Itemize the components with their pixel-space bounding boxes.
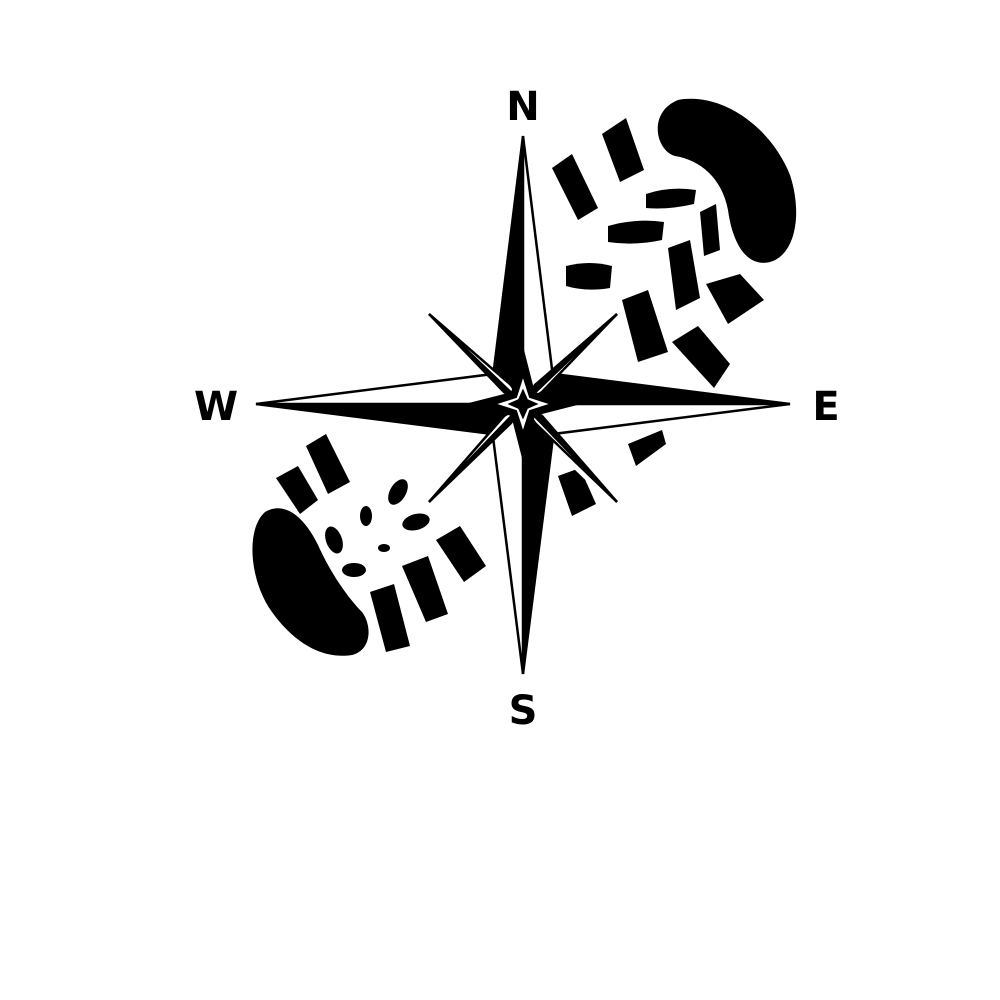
boot-lug (402, 556, 448, 622)
boot-lug (558, 468, 596, 516)
boot-lug (646, 188, 696, 209)
boot-lug (608, 220, 664, 244)
boot-print-lower-icon (252, 434, 486, 656)
compass-label-south: S (509, 688, 538, 734)
boot-lug (436, 526, 486, 582)
boot-lug (622, 290, 668, 362)
boot-heel-lower (252, 508, 369, 656)
boot-lug (388, 479, 408, 505)
boot-lug (306, 434, 350, 494)
compass-label-north: N (506, 84, 539, 130)
boot-print-upper-icon (552, 98, 797, 516)
boot-lug (360, 506, 372, 526)
boot-lug (706, 274, 764, 324)
boot-lug (672, 326, 730, 388)
rose-center-core (507, 388, 539, 420)
boot-lug (628, 430, 666, 466)
boot-lug (370, 584, 410, 652)
compass-label-west: W (194, 384, 238, 430)
boot-lug (402, 513, 430, 531)
boot-lug (552, 154, 598, 220)
boot-lug (668, 240, 700, 310)
boot-lug (378, 544, 390, 552)
compass-label-east: E (812, 384, 839, 430)
boot-lug (325, 526, 343, 554)
boot-lug (276, 466, 318, 514)
boot-lug (566, 263, 612, 290)
boot-lug (700, 204, 720, 256)
boot-lug (602, 118, 644, 182)
rose-south-dark (521, 403, 555, 675)
rose-south-light (491, 403, 525, 675)
compass-rose-icon (250, 130, 796, 680)
boot-heel-upper (657, 98, 797, 263)
boot-lug (342, 563, 366, 577)
